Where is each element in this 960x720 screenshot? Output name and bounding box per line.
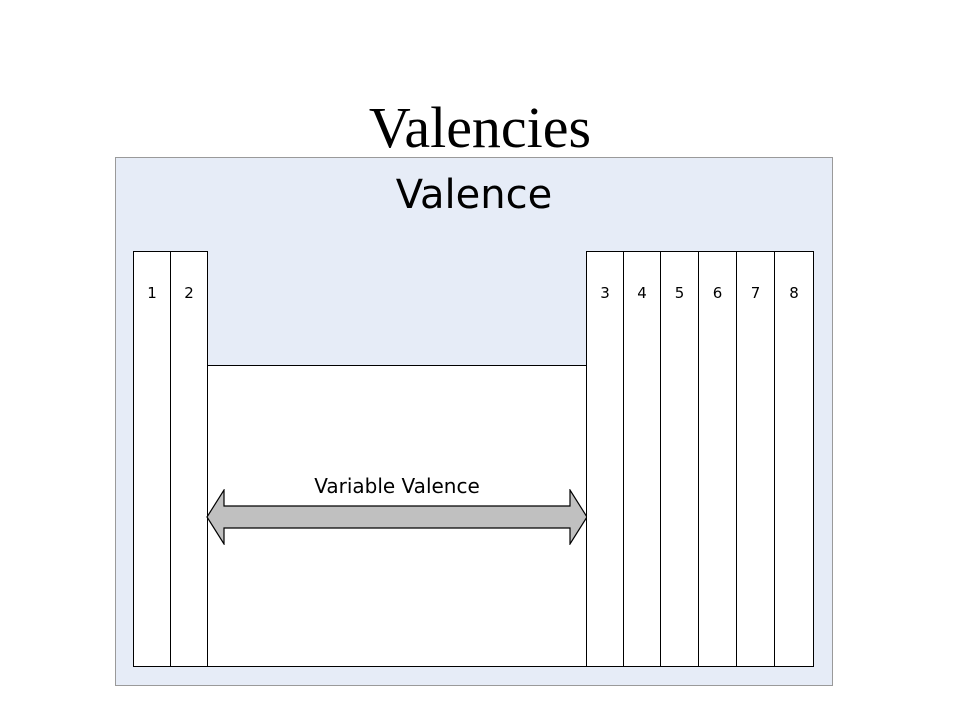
column-label: 6 xyxy=(712,284,723,302)
double-headed-arrow-icon xyxy=(206,489,588,545)
column-label: 7 xyxy=(750,284,761,302)
variable-valence-label: Variable Valence xyxy=(314,474,480,498)
column-4: 4 xyxy=(623,251,661,667)
column-label: 3 xyxy=(600,284,610,302)
panel-title: Valence xyxy=(395,172,553,218)
column-label: 5 xyxy=(674,284,685,302)
column-label: 4 xyxy=(637,284,647,302)
column-label: 2 xyxy=(184,284,194,302)
column-2: 2 xyxy=(170,251,208,667)
column-6: 6 xyxy=(698,251,737,667)
column-5: 5 xyxy=(660,251,699,667)
column-label: 8 xyxy=(789,284,799,302)
column-1: 1 xyxy=(133,251,171,667)
column-7: 7 xyxy=(736,251,775,667)
column-8: 8 xyxy=(774,251,814,667)
slide-title: Valencies xyxy=(368,95,592,160)
column-3: 3 xyxy=(586,251,624,667)
column-label: 1 xyxy=(147,284,157,302)
